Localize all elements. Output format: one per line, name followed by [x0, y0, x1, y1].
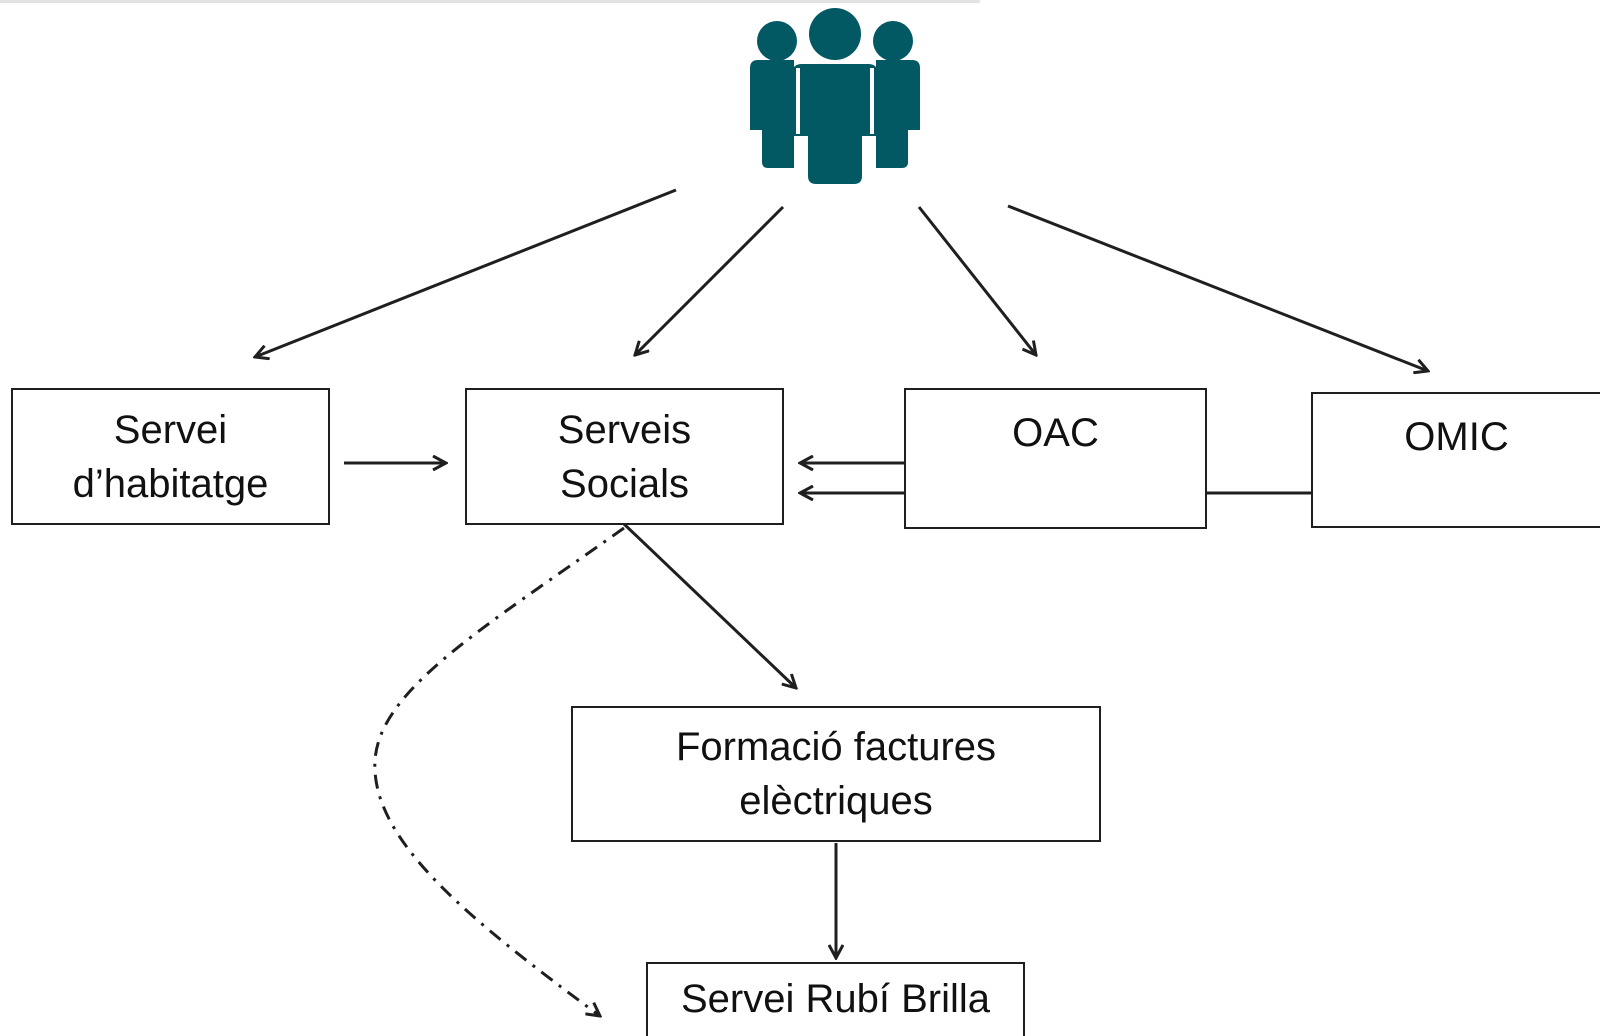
people-group-icon [750, 8, 920, 184]
arrow-group-to-habitatge [255, 188, 677, 357]
serveis-socials-line2: Socials [560, 461, 689, 506]
formacio-line1: Formació factures [675, 725, 997, 769]
servei-habitatge-box: Servei d’habitatge [11, 388, 330, 525]
formacio-line2: elèctriques [739, 779, 933, 823]
omic-label: OMIC [1404, 415, 1509, 459]
serveis-socials-line1: Serveis [557, 407, 692, 452]
top-edge-bar [0, 0, 980, 3]
arrow-serveis-socials-to-formacio [622, 522, 796, 688]
oac-box: OAC [904, 388, 1207, 529]
arrow-group-to-oac [917, 206, 1036, 355]
omic-box: OMIC [1311, 392, 1600, 528]
rubi-brilla-box: Servei Rubí Brilla [646, 962, 1025, 1036]
oac-label: OAC [1012, 411, 1099, 455]
arrow-group-to-omic [1007, 204, 1428, 371]
arrow-group-to-serveis-socials [635, 205, 785, 355]
rubi-brilla-label: Servei Rubí Brilla [680, 977, 990, 1021]
servei-habitatge-line2: d’habitatge [72, 461, 269, 506]
servei-habitatge-line1: Servei [113, 407, 228, 452]
serveis-socials-box: Serveis Socials [465, 388, 784, 525]
formacio-factures-box: Formació factures elèctriques [571, 706, 1101, 842]
